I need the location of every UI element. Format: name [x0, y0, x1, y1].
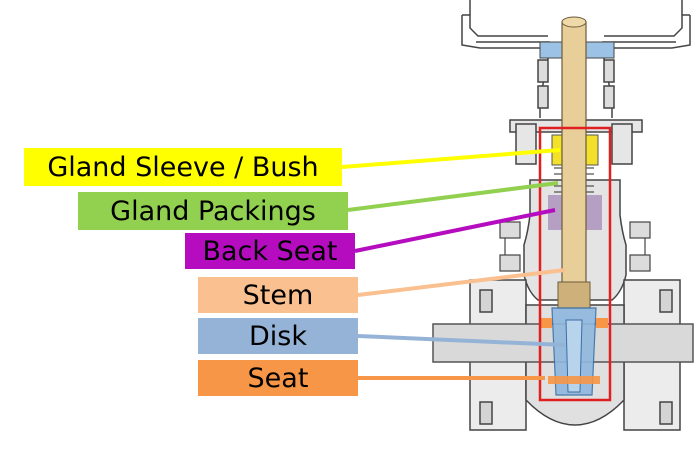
- label-back-seat: Back Seat: [185, 233, 355, 269]
- label-gland-sleeve-bush: Gland Sleeve / Bush: [24, 148, 342, 186]
- label-stem: Stem: [198, 277, 358, 313]
- leader-gland-packings: [347, 181, 559, 212]
- bonnet-bolts: [499, 221, 651, 272]
- leader-stem: [357, 268, 566, 297]
- disk-slot: [565, 319, 583, 393]
- leader-lines: [341, 148, 566, 380]
- stem-top: [561, 16, 587, 28]
- leader-gland-sleeve: [341, 148, 561, 169]
- yoke: [537, 57, 615, 118]
- seat-ring-right: [596, 318, 608, 328]
- label-disk: Disk: [198, 318, 358, 354]
- seat-ring-left: [540, 318, 552, 328]
- label-gland-packings: Gland Packings: [78, 192, 348, 230]
- highlight-outline: [538, 126, 612, 402]
- label-seat: Seat: [198, 360, 358, 396]
- leader-back-seat: [354, 208, 556, 253]
- seat-ring-bottom: [548, 376, 600, 384]
- stem-collar: [557, 281, 591, 309]
- leader-disk: [357, 334, 566, 347]
- stem-part: [561, 21, 587, 303]
